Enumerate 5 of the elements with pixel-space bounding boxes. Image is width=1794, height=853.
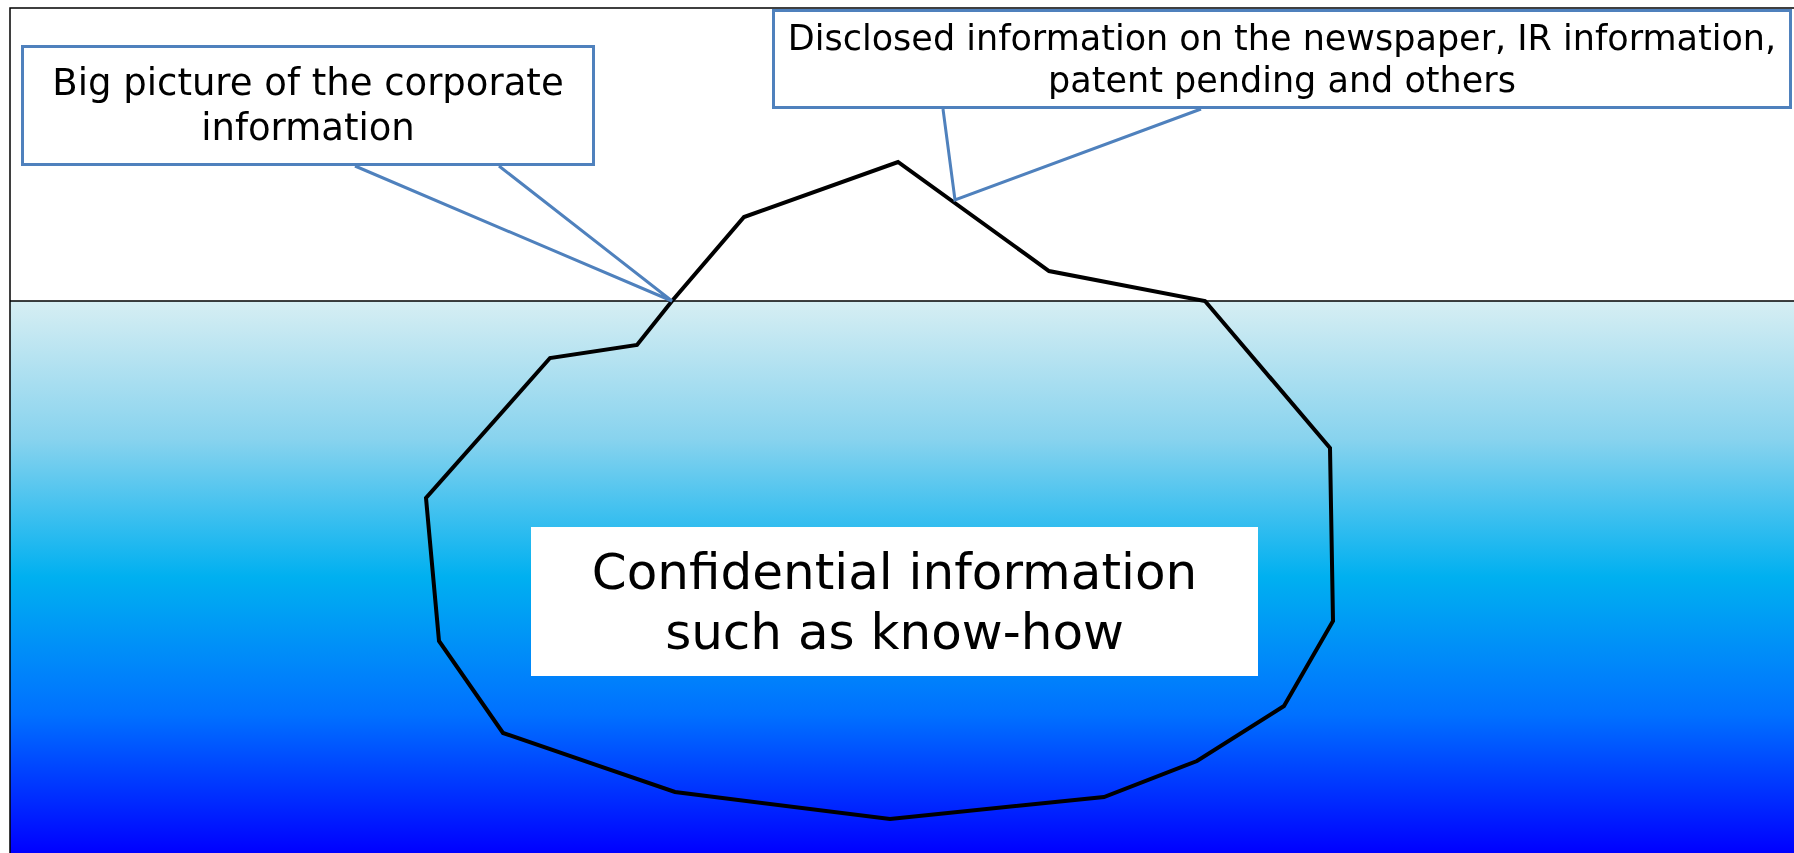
callout-box: Big picture of the corporate information — [21, 45, 595, 166]
text-box: Confidential information such as know-how — [531, 527, 1258, 676]
callout-box: Disclosed information on the newspaper, IR information, patent pending and others — [772, 9, 1792, 109]
callout-tail — [941, 107, 1202, 203]
callout-tail — [354, 164, 674, 303]
